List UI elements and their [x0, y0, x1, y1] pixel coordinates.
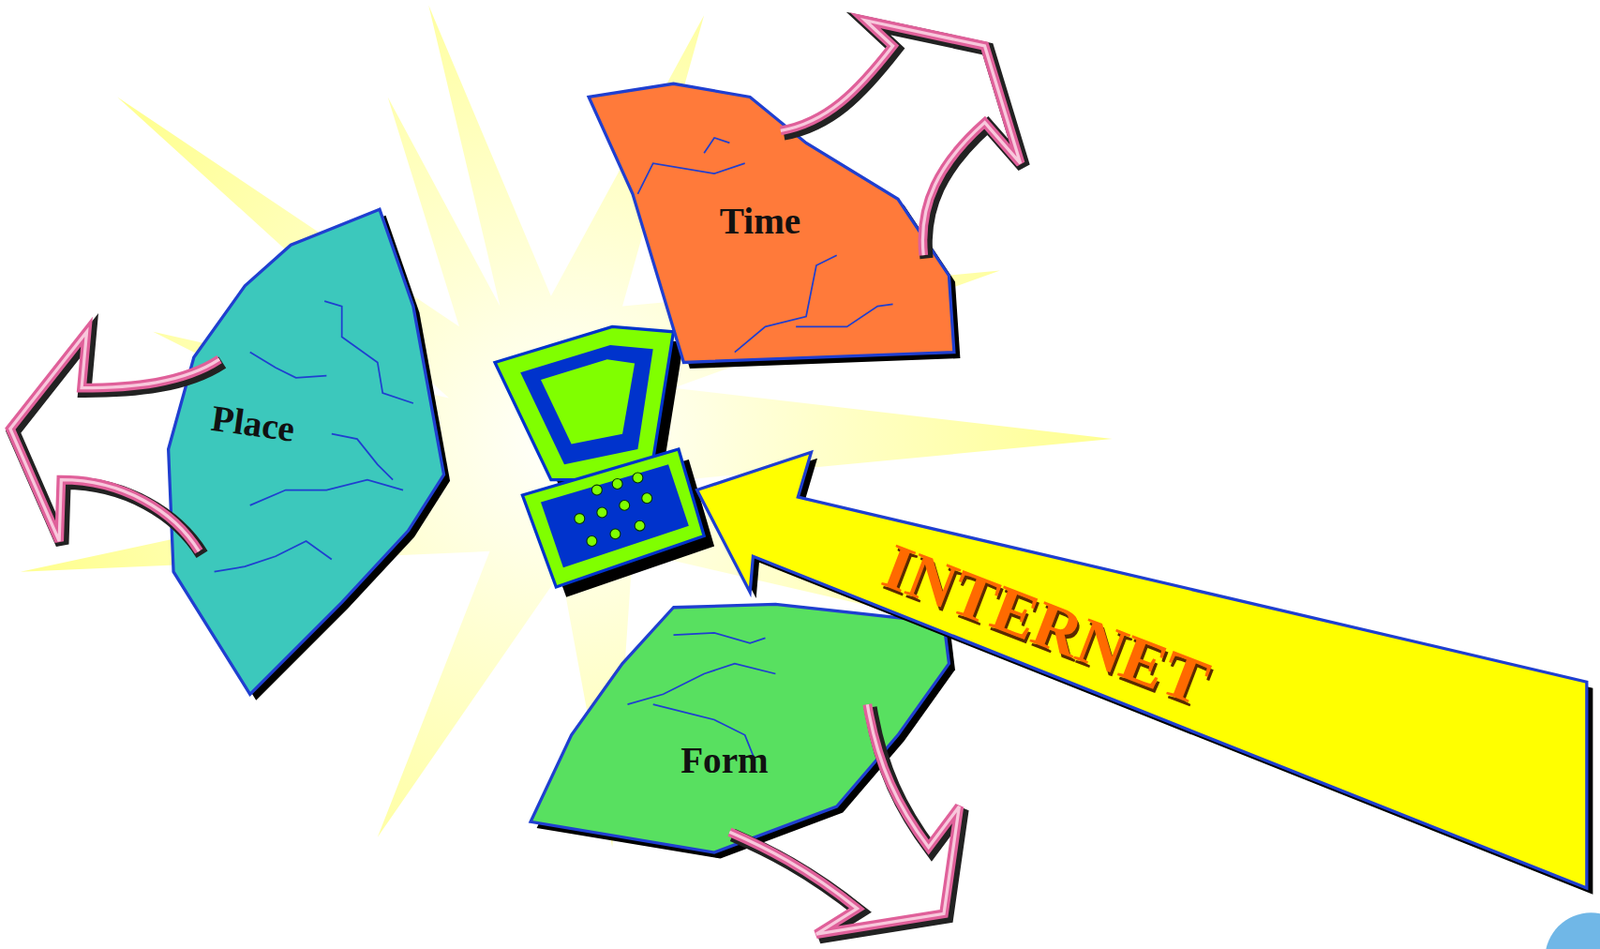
time-shape: Time — [582, 76, 960, 374]
shape-label: Form — [680, 738, 769, 782]
globe-corner — [1545, 912, 1600, 949]
crack-line — [673, 632, 766, 643]
form-shape: Form — [522, 597, 957, 861]
shape-outline — [522, 597, 957, 861]
crack-line — [703, 137, 730, 153]
shape-label: Time — [719, 199, 801, 243]
internet-arrow: INTERNET — [688, 447, 1598, 897]
computer-icon — [494, 326, 715, 597]
crack-line — [214, 540, 332, 572]
crack-line — [250, 479, 404, 506]
place-shape: Place — [158, 204, 455, 704]
crack-line — [250, 352, 328, 378]
crack-line — [637, 163, 745, 195]
crack-line — [324, 300, 414, 404]
crack-line — [628, 663, 777, 705]
shape-fill — [168, 209, 445, 694]
shape-outline — [158, 204, 455, 704]
crack-line — [795, 303, 893, 327]
starburst — [20, 4, 1113, 847]
crack-line — [734, 254, 838, 352]
crack-line — [331, 433, 393, 480]
shape-fill — [530, 603, 949, 853]
shape-fill — [588, 83, 955, 362]
